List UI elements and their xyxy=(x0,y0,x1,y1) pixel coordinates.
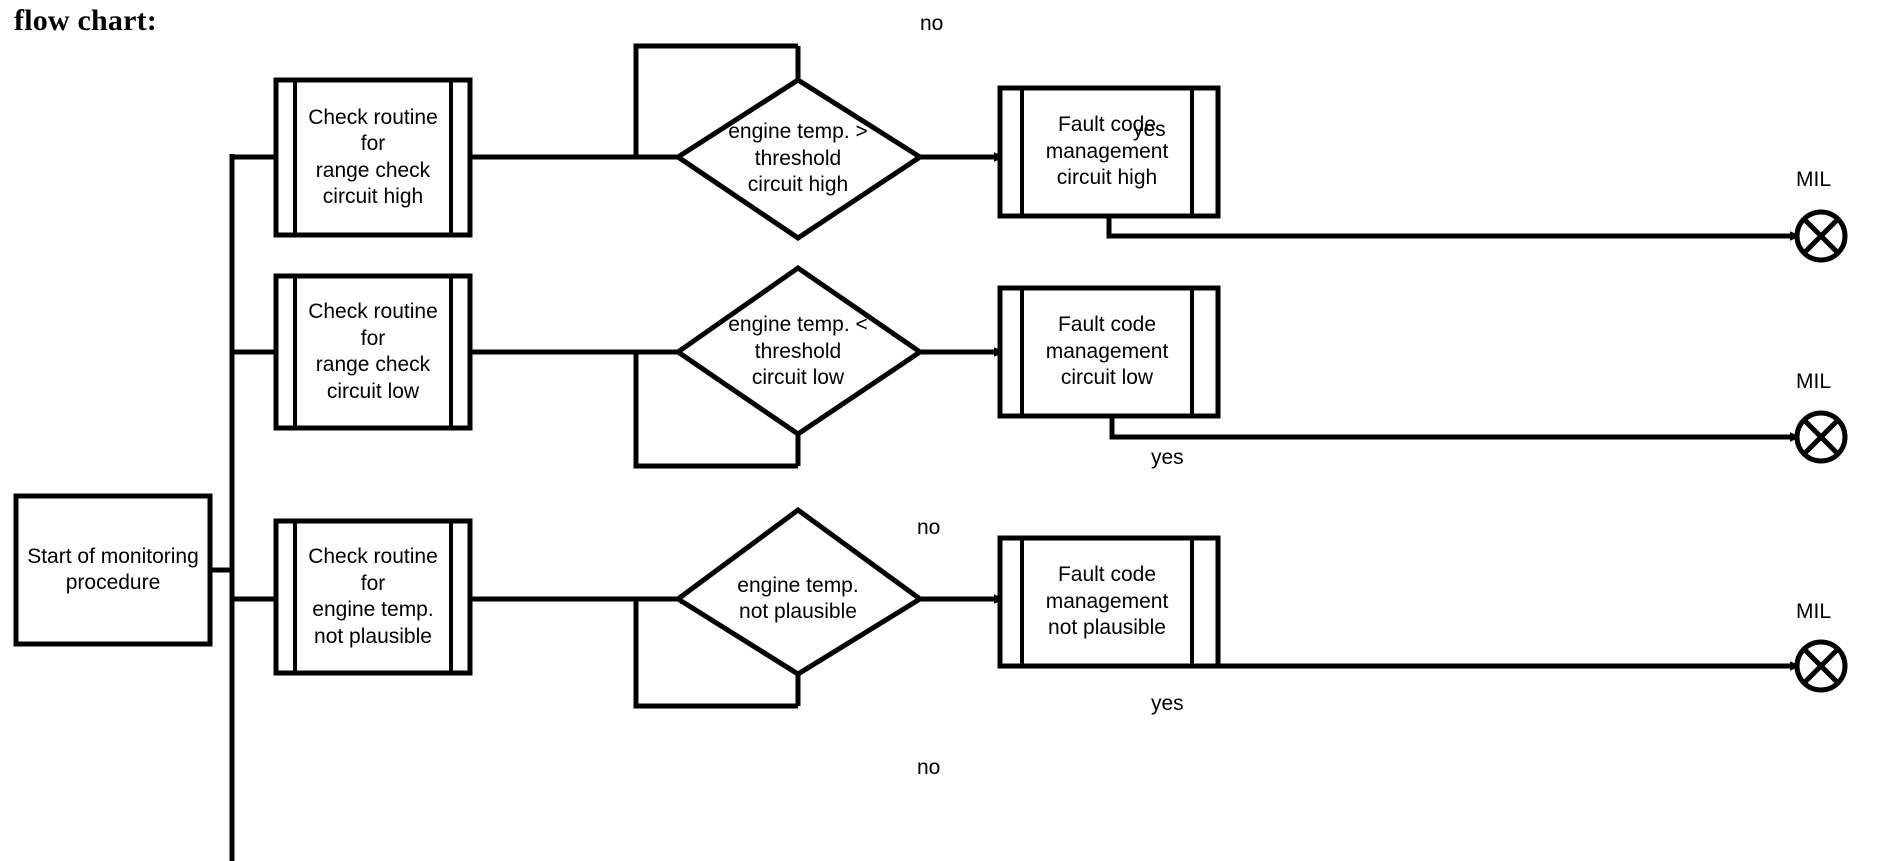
check-routine-circuit-low-node[interactable] xyxy=(273,273,473,431)
decision-circuit-high-yes-label: yes xyxy=(1133,118,1166,141)
edge-fault-high-to-mil xyxy=(1106,216,1801,241)
mil-circuit-low-icon xyxy=(1794,410,1848,464)
decision-circuit-high-node[interactable] xyxy=(673,77,925,242)
fault-code-management-not-plausible-label: Fault code management not plausible xyxy=(1045,563,1169,640)
edge-no-loop-plausible xyxy=(633,599,798,709)
edge-trunk-vertical xyxy=(229,154,235,601)
fault-code-management-circuit-low-node[interactable] xyxy=(997,285,1221,419)
check-routine-not-plausible-label: Check routine for engine temp. not plaus… xyxy=(308,545,438,648)
check-routine-circuit-high-label: Check routine for range check circuit hi… xyxy=(308,105,438,209)
edge-fault-low-to-mil xyxy=(1109,416,1801,442)
page-title: flow chart: xyxy=(14,4,157,37)
decision-not-plausible-no-label: no xyxy=(917,756,941,779)
fault-code-management-not-plausible-node[interactable] xyxy=(997,535,1221,669)
mil-circuit-low-label: MIL xyxy=(1796,370,1832,393)
start-node-label: Start of monitoring procedure xyxy=(27,544,199,595)
mil-circuit-high-label: MIL xyxy=(1796,168,1832,191)
decision-circuit-low-label: engine temp. < threshold circuit low xyxy=(728,313,868,390)
start-node[interactable] xyxy=(13,493,213,647)
fault-code-management-circuit-high-label: Fault code management circuit high xyxy=(1045,113,1169,190)
decision-not-plausible-label: engine temp. not plausible xyxy=(737,573,859,624)
check-routine-circuit-low-label: Check routine for range check circuit lo… xyxy=(308,300,438,403)
edge-start-split xyxy=(210,157,235,861)
mil-circuit-high-icon xyxy=(1794,209,1848,263)
mil-not-plausible-icon xyxy=(1794,639,1848,693)
edge-no-loop-low xyxy=(633,352,798,469)
fault-code-management-circuit-high-node[interactable] xyxy=(997,85,1221,219)
decision-circuit-low-node[interactable] xyxy=(673,264,925,438)
decision-circuit-high-no-label: no xyxy=(920,12,944,35)
fault-code-management-circuit-low-label: Fault code management circuit low xyxy=(1045,313,1169,390)
decision-circuit-low-no-label: no xyxy=(917,516,941,539)
decision-circuit-high-label: engine temp. > threshold circuit high xyxy=(728,120,868,197)
decision-not-plausible-yes-label: yes xyxy=(1151,692,1184,715)
mil-not-plausible-label: MIL xyxy=(1796,600,1832,623)
decision-circuit-low-yes-label: yes xyxy=(1151,446,1184,469)
edge-no-loop-high xyxy=(633,43,798,157)
decision-not-plausible-node[interactable] xyxy=(673,506,925,677)
check-routine-not-plausible-node[interactable] xyxy=(273,518,473,676)
